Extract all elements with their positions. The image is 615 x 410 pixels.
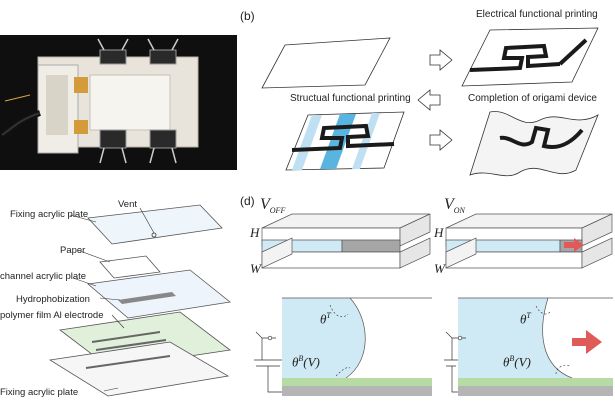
leader-bottom-plate: [103, 387, 119, 392]
process-arrow-right-2: [429, 129, 453, 151]
channel-on: [445, 213, 613, 269]
panel-b-label: (b): [240, 9, 255, 23]
al-electrode-lines: [91, 331, 167, 351]
process-arrow-left: [417, 89, 441, 111]
theta-top-off: θT: [320, 311, 331, 327]
theta-bottom-on: θB(V): [503, 354, 531, 370]
electrical-printed-paper: [461, 27, 599, 87]
height-symbol-off: H: [250, 225, 260, 240]
width-symbol-on: W: [434, 261, 445, 276]
leader-hydrophobization: [99, 297, 121, 301]
v-on-label: VON: [444, 196, 465, 216]
theta-top-on: θT: [520, 311, 531, 327]
panel-d-label: (d): [240, 194, 255, 208]
structural-printing-label: Structual functional printing: [290, 93, 411, 104]
bottom-electrode-line: [85, 355, 171, 369]
origami-completion-label: Completion of origami device: [468, 93, 597, 104]
leader-top-plate: [69, 214, 97, 223]
electrode-label: polymer film Al electrode: [0, 310, 104, 321]
channel-slot: [118, 292, 176, 304]
paper-label: Paper: [60, 245, 86, 256]
bottom-fixing-plate: [48, 341, 230, 397]
cross-section-on: [444, 297, 613, 396]
theta-bottom-off: θB(V): [292, 354, 320, 370]
top-fixing-plate: [87, 204, 223, 245]
channel-off: [261, 213, 431, 269]
height-symbol-on: H: [434, 225, 444, 240]
top-plate-label: Fixing acrylic plate: [10, 209, 89, 220]
leader-vent: [139, 207, 155, 234]
device-photo: [0, 35, 237, 170]
cross-section-off: [254, 297, 432, 396]
structural-printed-paper: [285, 111, 405, 171]
process-arrow-right-1: [429, 49, 453, 71]
device-photo-drawing: [0, 35, 237, 170]
blank-paper: [261, 37, 391, 89]
origami-device: [469, 111, 599, 177]
bottom-plate-label: Fixing acrylic plate: [0, 387, 79, 398]
paper-sheet: [99, 255, 161, 279]
channel-plate-label: channel acrylic plate: [0, 271, 87, 282]
leader-paper: [79, 250, 111, 263]
flow-arrow-small: [564, 238, 584, 252]
leader-channel: [72, 277, 97, 287]
vent-label: Vent: [118, 199, 138, 210]
electrical-printing-label: Electrical functional printing: [476, 9, 598, 20]
width-symbol-off: W: [250, 261, 261, 276]
hydrophobization-label: Hydrophobization: [16, 294, 90, 305]
flow-arrow-large: [572, 330, 602, 354]
leader-electrode: [111, 314, 125, 329]
v-off-label: VOFF: [260, 196, 286, 216]
